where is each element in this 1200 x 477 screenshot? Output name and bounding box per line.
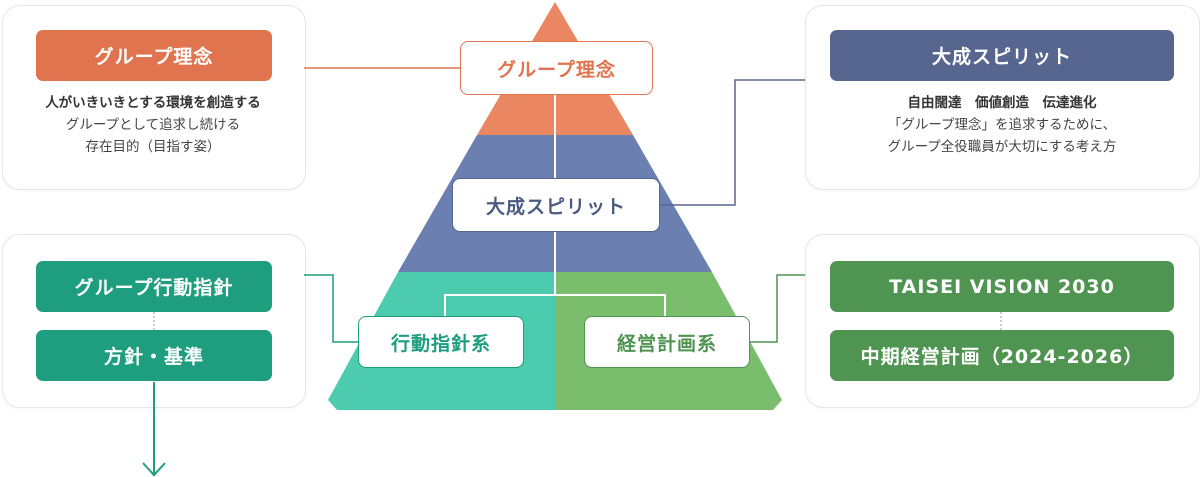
- left-bottom-item1: グループ行動指針: [36, 261, 272, 312]
- left-top-description: 人がいきいきとする環境を創造する グループとして追求し続ける 存在目的（目指す姿…: [10, 92, 296, 158]
- left-bottom-item2: 方針・基準: [36, 330, 272, 381]
- left-top-line3: 存在目的（目指す姿）: [85, 139, 221, 155]
- pyramid-label-conduct: 行動指針系: [358, 316, 524, 368]
- right-bottom-item1: TAISEI VISION 2030: [830, 261, 1174, 312]
- left-top-line2: グループとして追求し続ける: [65, 117, 241, 133]
- pyramid-branch-line: [444, 294, 666, 316]
- pyramid-label-spirit: 大成スピリット: [452, 178, 660, 232]
- right-top-line2: 「グループ理念」を追求するために、: [887, 117, 1117, 133]
- right-top-line3: グループ全役職員が大切にする考え方: [887, 139, 1117, 155]
- connector-right-top: [660, 79, 805, 206]
- right-top-title: 大成スピリット: [830, 30, 1174, 81]
- pyramid-label-management: 経営計画系: [584, 316, 750, 368]
- left-top-line1: 人がいきいきとする環境を創造する: [45, 95, 261, 111]
- arrow-down-icon: [142, 382, 166, 477]
- right-top-description: 自由闊達 価値創造 伝達進化 「グループ理念」を追求するために、 グループ全役職…: [812, 92, 1192, 158]
- right-bottom-item2: 中期経営計画（2024-2026）: [830, 330, 1174, 381]
- pyramid-label-philosophy: グループ理念: [460, 41, 653, 95]
- right-top-line1: 自由闊達 価値創造 伝達進化: [907, 95, 1097, 111]
- connector-right-bottom: [750, 274, 805, 343]
- left-top-title: グループ理念: [36, 30, 272, 81]
- connector-left-bottom: [304, 274, 358, 343]
